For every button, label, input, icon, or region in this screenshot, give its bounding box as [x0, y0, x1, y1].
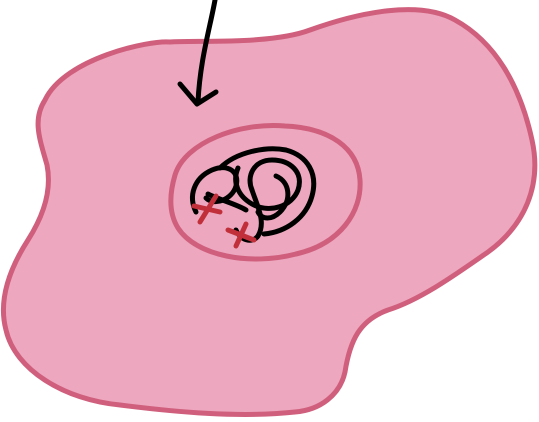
nucleus: [171, 125, 360, 258]
